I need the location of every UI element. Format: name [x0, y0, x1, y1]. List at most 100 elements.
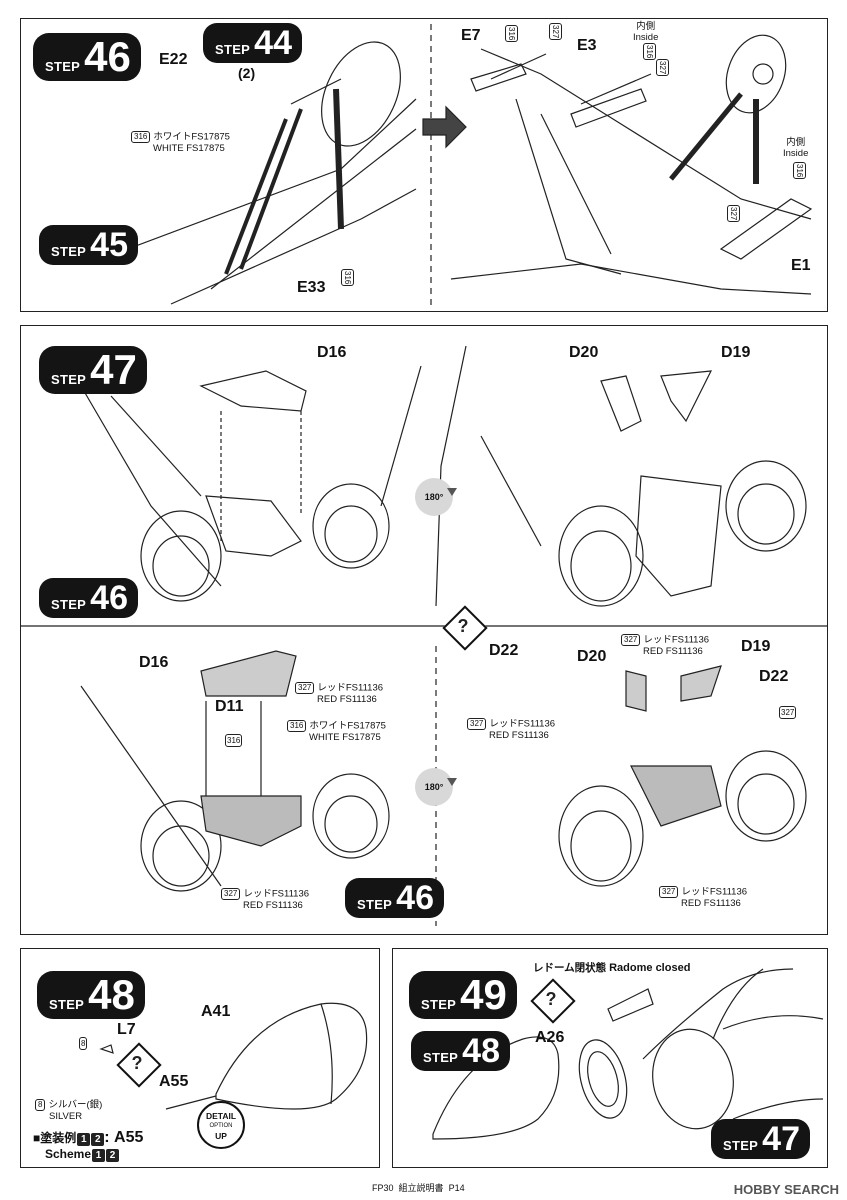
- scheme-num: 1: [92, 1149, 106, 1162]
- paint-en: WHITE FS17875: [153, 143, 225, 154]
- paint-jp: レッドFS11136: [243, 888, 310, 900]
- step-number: 46: [90, 579, 128, 617]
- step-word: STEP: [423, 1050, 459, 1065]
- step-word: STEP: [723, 1138, 759, 1153]
- part-d16-bottom: D16: [139, 654, 169, 671]
- part-l7: L7: [117, 1021, 136, 1038]
- paint-code-d22-right: 327: [779, 706, 797, 719]
- paint-code-e7-white: 316: [505, 25, 518, 43]
- part-d16-top: D16: [317, 344, 347, 361]
- scheme-num: 1: [77, 1133, 91, 1146]
- option-icon: ?: [442, 605, 488, 651]
- rotate-180-icon: 180°: [415, 478, 453, 516]
- step-number: 47: [762, 1120, 800, 1158]
- part-d22-right: D22: [759, 668, 789, 685]
- part-d20-top: D20: [569, 344, 599, 361]
- scheme-label: ■塗装例: [33, 1131, 77, 1145]
- paint-code-l7: 8: [79, 1037, 88, 1050]
- paint-code-e3-white: 316: [643, 43, 656, 61]
- part-e3: E3: [577, 37, 597, 54]
- part-d22-left: D22: [489, 642, 519, 659]
- step-number: 48: [462, 1032, 500, 1070]
- paint-en: RED FS11136: [243, 900, 303, 911]
- step-number: 49: [460, 971, 507, 1018]
- footer-title: 組立説明書: [398, 1183, 444, 1193]
- paint-code: 316: [287, 720, 307, 732]
- scheme-num: 2: [91, 1133, 105, 1146]
- part-e1: E1: [791, 257, 811, 274]
- step-word: STEP: [51, 372, 87, 387]
- step-word: STEP: [215, 42, 251, 57]
- step46-illustration: [100, 24, 813, 306]
- step-number: 46: [396, 879, 434, 917]
- paint-jp: レッドFS11136: [681, 886, 748, 898]
- radome-closed-title: レドーム閉状態 Radome closed: [533, 963, 690, 974]
- option-icon: ?: [116, 1042, 162, 1088]
- paint-code-e1-red: 327: [727, 205, 740, 223]
- paint-code: 8: [35, 1099, 46, 1111]
- paint-code: 327: [621, 634, 641, 646]
- part-e33: E33: [297, 279, 326, 296]
- paint-en: RED FS11136: [317, 694, 377, 705]
- paint-jp: シルバー(銀): [48, 1099, 103, 1111]
- step-44-sub: (2): [238, 65, 256, 81]
- paint-en: SILVER: [49, 1111, 83, 1122]
- paint-en: RED FS11136: [489, 730, 549, 741]
- paint-code-e33: 316: [341, 269, 354, 287]
- title-jp: レドーム閉状態: [533, 962, 607, 974]
- detail-bottom: UP: [215, 1131, 227, 1141]
- step48-illustration: [99, 1002, 368, 1110]
- paint-code: 327: [221, 888, 241, 900]
- paint-code-e7-red: 327: [549, 23, 562, 41]
- paint-en: RED FS11136: [643, 646, 703, 657]
- paint-en: WHITE FS17875: [309, 732, 381, 743]
- part-e22: E22: [159, 51, 188, 68]
- paint-code-e1-white: 316: [793, 162, 806, 180]
- inside-en: Inside: [783, 148, 809, 159]
- rotate-180-icon: 180°: [415, 768, 453, 806]
- inside-jp: 内側: [636, 21, 656, 32]
- part-a55: A55: [159, 1073, 189, 1090]
- paint-jp: ホワイトFS17875: [153, 131, 230, 143]
- paint-jp: レッドFS11136: [643, 634, 710, 646]
- watermark: HOBBY SEARCH: [733, 1182, 839, 1197]
- footer-page: P14: [448, 1183, 465, 1193]
- paint-jp: レッドFS11136: [489, 718, 556, 730]
- paint-code: 327: [659, 886, 679, 898]
- step-word: STEP: [357, 897, 393, 912]
- page-footer: FP30 組立説明書 P14: [372, 1181, 465, 1194]
- scheme-num: 2: [106, 1149, 120, 1162]
- inside-jp: 内側: [786, 137, 806, 148]
- part-a26: A26: [535, 1029, 565, 1046]
- step-number: 45: [90, 226, 128, 264]
- part-d20-bottom: D20: [577, 648, 607, 665]
- paint-code: 327: [295, 682, 315, 694]
- paint-en: RED FS11136: [681, 898, 741, 909]
- step-number: 48: [88, 971, 135, 1018]
- part-a41: A41: [201, 1003, 231, 1020]
- step49-illustration: [432, 968, 824, 1140]
- part-d11: D11: [215, 698, 244, 715]
